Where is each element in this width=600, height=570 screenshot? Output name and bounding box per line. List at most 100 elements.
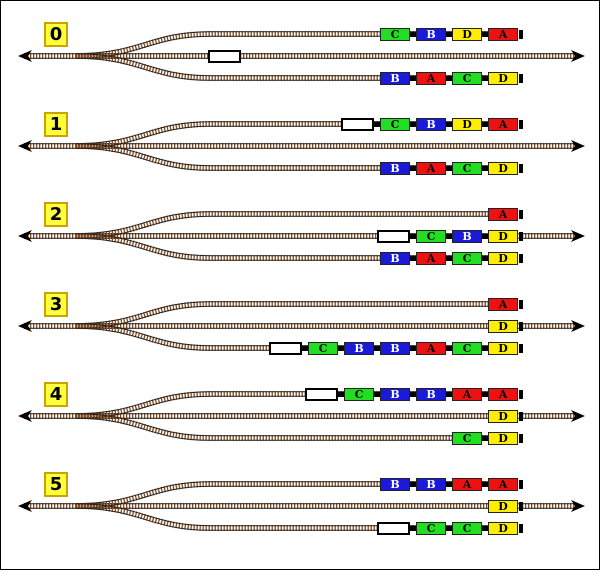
coupler [410, 346, 416, 351]
buffer-stop-icon [519, 164, 523, 173]
coupler [410, 256, 416, 261]
freight-car-a[interactable]: A [488, 208, 518, 221]
left-arrow-icon [18, 320, 32, 332]
freight-car-c[interactable]: C [416, 230, 446, 243]
freight-car-c[interactable]: C [308, 342, 338, 355]
buffer-stop-icon [519, 390, 523, 399]
coupler [446, 526, 452, 531]
freight-car-b[interactable]: B [416, 28, 446, 41]
coupler [446, 392, 452, 397]
freight-car-c[interactable]: C [452, 72, 482, 85]
freight-car-c[interactable]: C [416, 522, 446, 535]
freight-car-c[interactable]: C [452, 522, 482, 535]
freight-car-d[interactable]: D [452, 28, 482, 41]
freight-car-a[interactable]: A [488, 118, 518, 131]
freight-car-d[interactable]: D [488, 252, 518, 265]
coupler [482, 76, 488, 81]
coupler [446, 482, 452, 487]
locomotive[interactable] [341, 118, 374, 131]
left-arrow-icon [18, 50, 32, 62]
freight-car-b[interactable]: B [344, 342, 374, 355]
freight-car-a[interactable]: A [416, 342, 446, 355]
right-arrow-icon [571, 320, 585, 332]
freight-car-d[interactable]: D [488, 342, 518, 355]
coupler [374, 346, 380, 351]
coupler [410, 122, 416, 127]
freight-car-a[interactable]: A [488, 28, 518, 41]
locomotive[interactable] [377, 522, 410, 535]
freight-car-b[interactable]: B [416, 118, 446, 131]
locomotive[interactable] [305, 388, 338, 401]
locomotive[interactable] [269, 342, 302, 355]
locomotive[interactable] [377, 230, 410, 243]
coupler [482, 122, 488, 127]
freight-car-a[interactable]: A [452, 478, 482, 491]
freight-car-b[interactable]: B [380, 478, 410, 491]
freight-car-b[interactable]: B [416, 388, 446, 401]
freight-car-c[interactable]: C [452, 252, 482, 265]
freight-car-b[interactable]: B [380, 342, 410, 355]
freight-car-c[interactable]: C [380, 28, 410, 41]
freight-car-c[interactable]: C [344, 388, 374, 401]
coupler [338, 392, 344, 397]
coupler [410, 482, 416, 487]
buffer-stop-icon [519, 524, 523, 533]
freight-car-c[interactable]: C [452, 432, 482, 445]
freight-car-d[interactable]: D [488, 432, 518, 445]
freight-car-b[interactable]: B [380, 252, 410, 265]
freight-car-d[interactable]: D [488, 72, 518, 85]
freight-car-d[interactable]: D [488, 320, 518, 333]
freight-car-a[interactable]: A [416, 162, 446, 175]
buffer-stop-icon [519, 120, 523, 129]
coupler [482, 234, 488, 239]
freight-car-d[interactable]: D [488, 500, 518, 513]
freight-car-c[interactable]: C [452, 342, 482, 355]
coupler [446, 234, 452, 239]
freight-car-c[interactable]: C [380, 118, 410, 131]
coupler [374, 392, 380, 397]
left-arrow-icon [18, 500, 32, 512]
stage-label: 5 [44, 472, 68, 497]
coupler [410, 234, 416, 239]
freight-car-a[interactable]: A [416, 72, 446, 85]
freight-car-a[interactable]: A [488, 478, 518, 491]
coupler [446, 32, 452, 37]
freight-car-d[interactable]: D [488, 410, 518, 423]
coupler [482, 346, 488, 351]
freight-car-c[interactable]: C [452, 162, 482, 175]
stage-tracks [18, 31, 585, 81]
stage-label: 4 [44, 382, 68, 407]
stage-label: 0 [44, 22, 68, 47]
freight-car-d[interactable]: D [452, 118, 482, 131]
freight-car-d[interactable]: D [488, 230, 518, 243]
coupler [446, 76, 452, 81]
freight-car-d[interactable]: D [488, 162, 518, 175]
buffer-stop-icon [519, 434, 523, 443]
left-arrow-icon [18, 230, 32, 242]
coupler [482, 256, 488, 261]
coupler [446, 346, 452, 351]
freight-car-b[interactable]: B [380, 162, 410, 175]
freight-car-a[interactable]: A [416, 252, 446, 265]
freight-car-a[interactable]: A [452, 388, 482, 401]
buffer-stop-icon [519, 344, 523, 353]
freight-car-a[interactable]: A [488, 388, 518, 401]
right-arrow-icon [571, 410, 585, 422]
coupler [446, 256, 452, 261]
coupler [410, 32, 416, 37]
freight-car-b[interactable]: B [380, 388, 410, 401]
freight-car-a[interactable]: A [488, 298, 518, 311]
locomotive[interactable] [208, 50, 241, 63]
freight-car-b[interactable]: B [416, 478, 446, 491]
coupler [410, 166, 416, 171]
buffer-stop-icon [519, 210, 523, 219]
freight-car-d[interactable]: D [488, 522, 518, 535]
freight-car-b[interactable]: B [452, 230, 482, 243]
coupler [374, 122, 380, 127]
freight-car-b[interactable]: B [380, 72, 410, 85]
